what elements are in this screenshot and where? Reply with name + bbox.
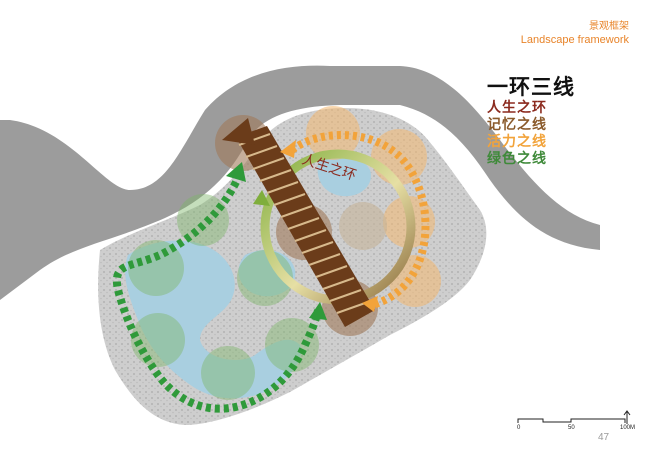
legend-item-memory: 记忆之线 (487, 117, 547, 133)
legend-item-green: 绿色之线 (487, 151, 547, 167)
scale-bar: 0 50 100M (517, 410, 635, 442)
plaza-node (339, 202, 387, 250)
vitality-line (289, 131, 430, 309)
road-band-right (400, 66, 600, 250)
lake-center (238, 250, 296, 297)
road-band (0, 65, 400, 300)
scale-tick-50: 50 (568, 425, 575, 431)
legend-title: 一环三线 (487, 75, 575, 99)
legend-item-vitality: 活力之线 (487, 134, 547, 150)
green-line (112, 180, 322, 413)
lake-north (317, 153, 371, 197)
section-title-en: Landscape framework (520, 34, 629, 46)
scale-tick-0: 0 (517, 425, 521, 431)
green-arrow-top (226, 162, 246, 182)
green-arrow-bottom (309, 302, 327, 320)
lake-west (125, 240, 301, 399)
vitality-arrow-top (280, 140, 296, 158)
section-header: 景观框架 Landscape framework (521, 20, 629, 47)
legend-item-ring: 人生之环 (487, 100, 547, 116)
section-title-cn: 景观框架 (589, 21, 629, 32)
scale-tick-100: 100M (620, 425, 636, 431)
ring-arrow (253, 190, 270, 206)
memory-line (222, 118, 375, 327)
page-number: 47 (598, 432, 610, 443)
vitality-arrow-bottom (362, 296, 378, 312)
scale-bar-graphic (517, 410, 631, 424)
legend: 一环三线 人生之环 记忆之线 活力之线 绿色之线 (487, 74, 575, 168)
